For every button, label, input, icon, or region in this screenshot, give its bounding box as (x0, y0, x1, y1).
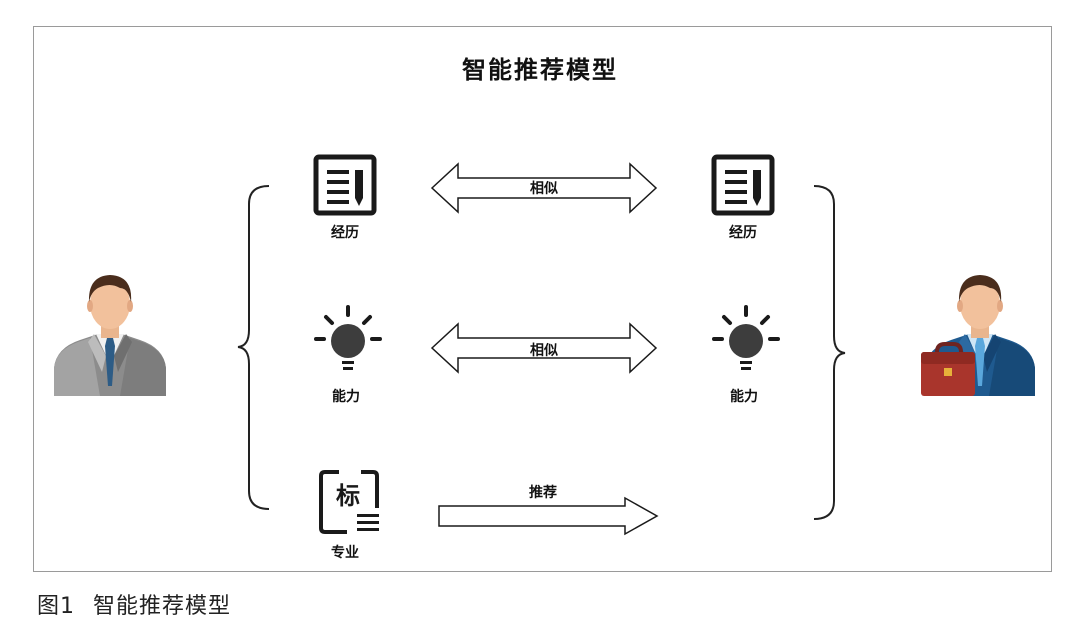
caption-text: 智能推荐模型 (93, 594, 232, 619)
right-brace (813, 185, 846, 520)
recruiter-icon (921, 275, 1035, 396)
right-experience-label: 经历 (729, 225, 757, 241)
resume-icon (711, 154, 775, 216)
arrow-label-similar-1: 相似 (530, 181, 558, 197)
diagram-title: 智能推荐模型 (462, 55, 618, 84)
major-tag-icon: 标 (319, 470, 379, 534)
right-ability-label: 能力 (730, 389, 758, 405)
left-brace (237, 185, 270, 510)
caption-number: 图1 (37, 594, 75, 619)
lightbulb-icon (712, 305, 780, 370)
major-tag-glyph: 标 (336, 482, 360, 510)
arrow-label-recommend: 推荐 (529, 485, 557, 501)
lightbulb-icon (314, 305, 382, 370)
diagram-frame (33, 26, 1052, 572)
job-seeker-icon (54, 275, 166, 396)
arrow-label-similar-2: 相似 (530, 343, 558, 359)
similar-double-arrow (430, 322, 658, 374)
left-ability-label: 能力 (332, 389, 360, 405)
figure-caption: 图1 智能推荐模型 (37, 588, 231, 620)
resume-icon (313, 154, 377, 216)
left-experience-label: 经历 (331, 225, 359, 241)
recommend-arrow (438, 496, 659, 536)
major-label: 专业 (331, 545, 359, 561)
similar-double-arrow (430, 162, 658, 214)
